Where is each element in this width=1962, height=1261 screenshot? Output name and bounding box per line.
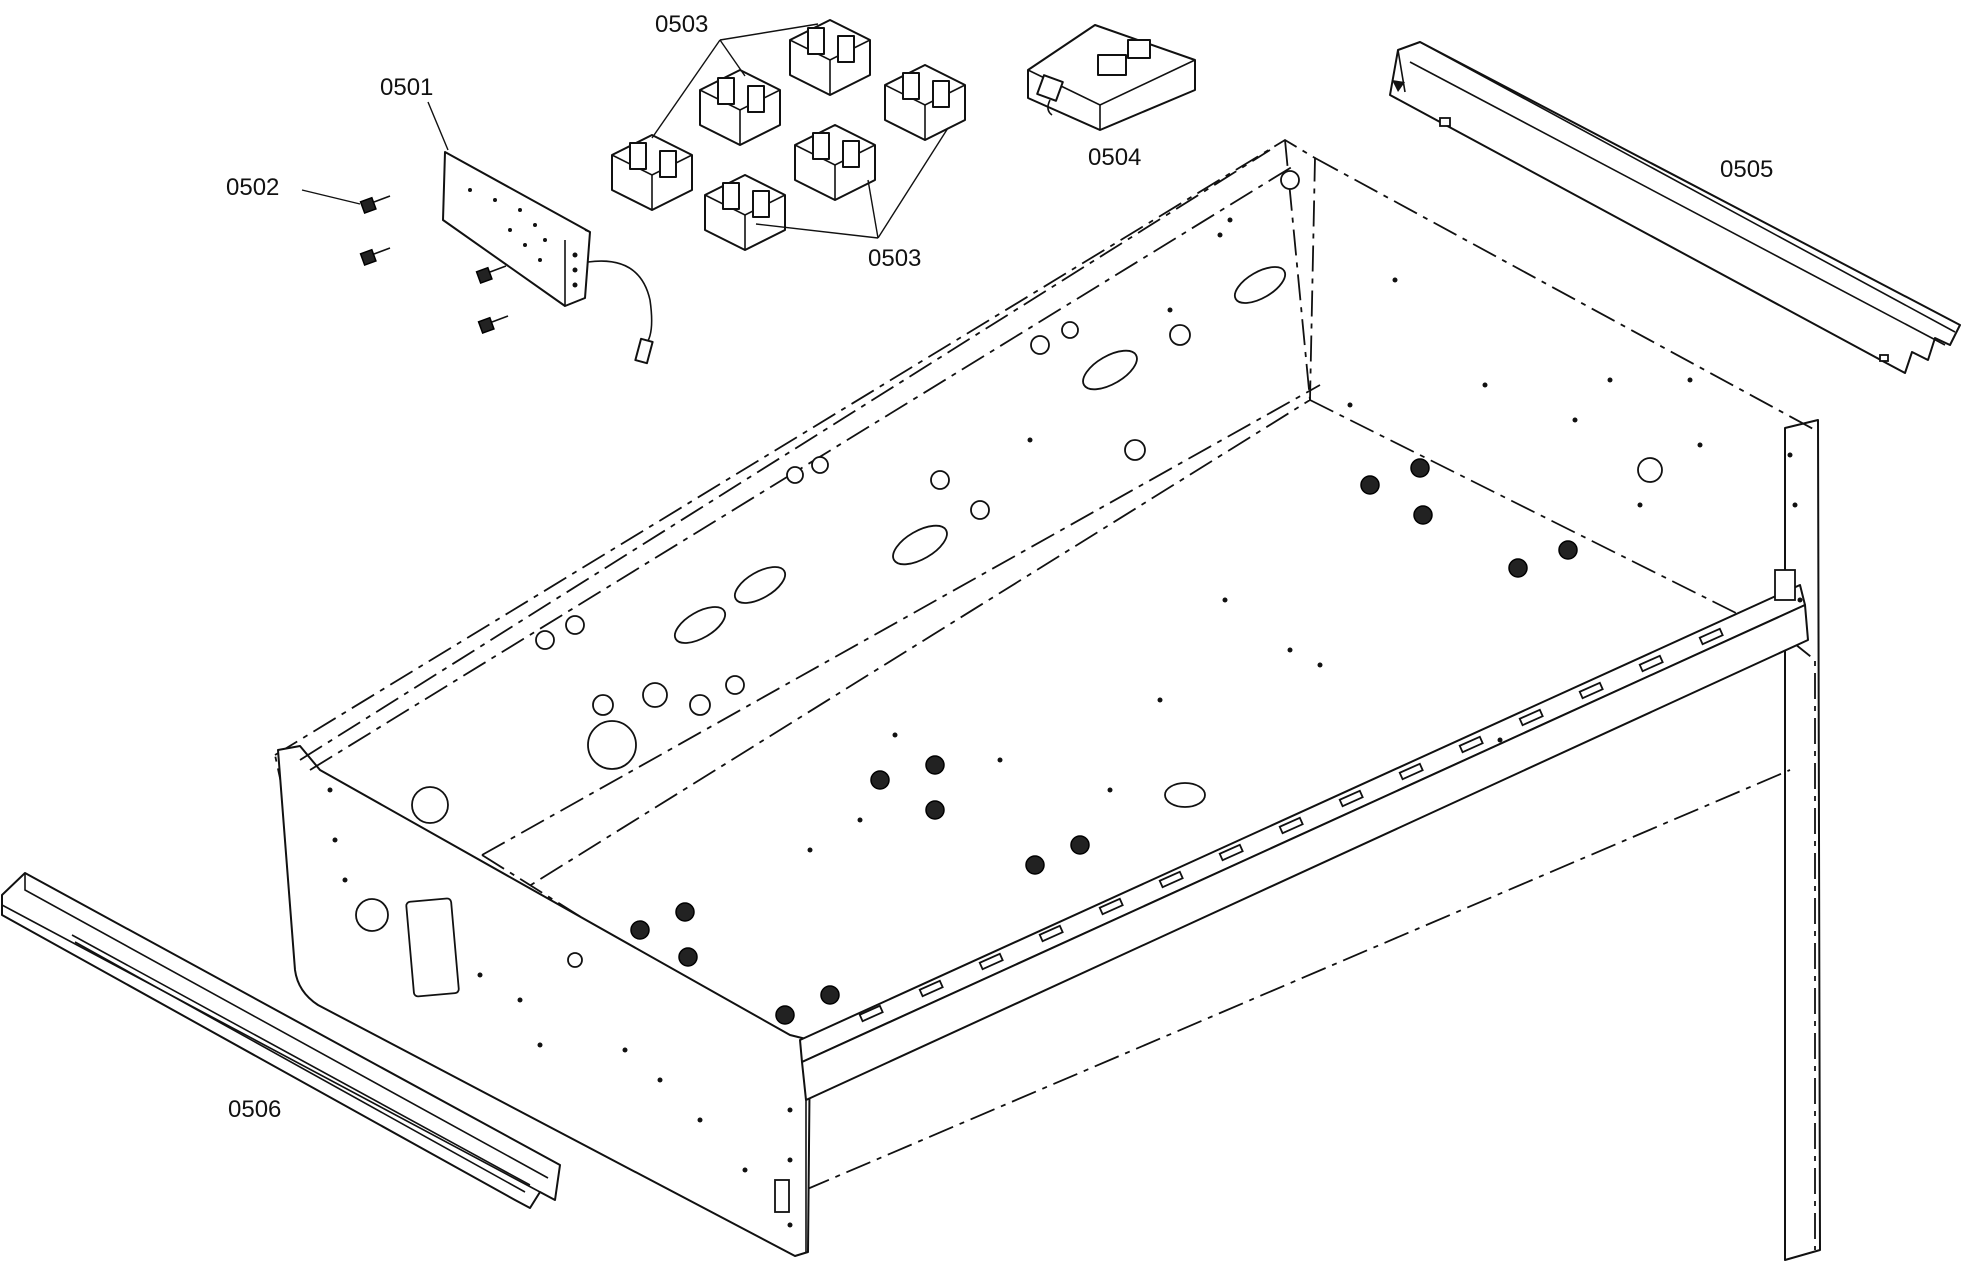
part-0503-connector-blocks: [611, 19, 966, 251]
screw: [359, 247, 391, 267]
screw: [475, 265, 507, 285]
back-hole: [587, 720, 637, 770]
floor-mounting-bosses: [630, 458, 1578, 1025]
part-0504-relay-module: [1027, 24, 1196, 131]
label-0503-top: 0503: [655, 11, 708, 38]
part-0502-screws: [359, 195, 509, 335]
label-0506: 0506: [228, 1096, 281, 1123]
connector-block: [704, 174, 786, 251]
back-slot: [892, 524, 948, 566]
label-0502: 0502: [226, 174, 279, 201]
screw: [359, 195, 391, 215]
screw: [477, 315, 509, 335]
label-0501: 0501: [380, 74, 433, 101]
back-slot: [1082, 349, 1138, 391]
connector-block: [699, 69, 781, 146]
left-panel-cutout: [405, 897, 460, 998]
front-rail-slots: [858, 627, 1724, 1023]
back-slot: [1233, 266, 1287, 304]
connector-block: [794, 124, 876, 201]
back-slot: [733, 566, 787, 604]
leader-lines: [301, 23, 1405, 239]
back-slot: [673, 606, 727, 644]
chassis-left-panel: [277, 745, 811, 1257]
label-0504: 0504: [1088, 144, 1141, 171]
connector-block: [611, 134, 693, 211]
connector-block: [789, 19, 871, 96]
label-0505: 0505: [1720, 156, 1773, 183]
rivet-holes: [327, 217, 1803, 1228]
left-panel-hole: [355, 898, 389, 932]
connector-block: [884, 64, 966, 141]
chassis-frame: [273, 138, 1821, 1261]
part-0505-rail: [1389, 41, 1961, 374]
label-0503-bottom: 0503: [868, 245, 921, 272]
part-0506-rail: [1, 872, 561, 1209]
part-0501-circuit-board: [442, 151, 654, 365]
callout-labels: 0501 0502 0503 0503 0504 0505 0506: [226, 11, 1773, 1123]
